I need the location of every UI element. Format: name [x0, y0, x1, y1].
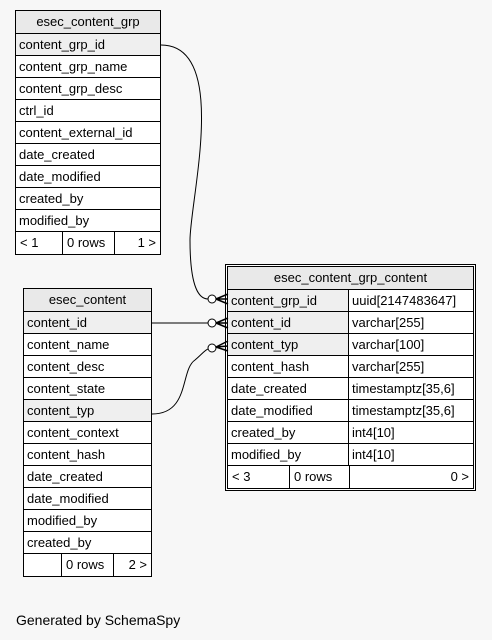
column-name: content_grp_desc [19, 81, 123, 96]
table-footer: < 3 0 rows 0 > [228, 466, 473, 488]
zero-cardinality-marker [207, 318, 217, 328]
children-count[interactable]: 0 > [450, 469, 469, 484]
column-row[interactable]: content_state [24, 378, 151, 400]
column-name: date_created [231, 381, 307, 396]
column-type: int4[10] [348, 444, 473, 465]
column-name: date_modified [27, 491, 109, 506]
row-count: 0 rows [63, 232, 115, 254]
column-type: varchar[255] [348, 356, 473, 377]
column-type: uuid[2147483647] [348, 290, 473, 311]
column-name: content_grp_name [19, 59, 128, 74]
column-row[interactable]: content_name [24, 334, 151, 356]
column-row[interactable]: ctrl_id [16, 100, 160, 122]
column-row[interactable]: date_modified [16, 166, 160, 188]
column-name: created_by [231, 425, 296, 440]
column-name: content_id [27, 315, 87, 330]
zero-cardinality-marker [207, 294, 217, 304]
column-name: content_context [27, 425, 119, 440]
column-name: content_name [27, 337, 110, 352]
column-name: date_created [19, 147, 95, 162]
column-type: varchar[255] [348, 312, 473, 333]
column-name: content_desc [27, 359, 105, 374]
column-name: content_hash [27, 447, 106, 462]
column-row[interactable]: content_typ varchar[100] [228, 334, 473, 356]
table-title[interactable]: esec_content [24, 289, 151, 312]
column-row[interactable]: content_grp_id [16, 34, 160, 56]
relationship-content-typ [151, 348, 209, 415]
row-count: 0 rows [62, 554, 114, 576]
table-title[interactable]: esec_content_grp [16, 11, 160, 34]
column-name: modified_by [231, 447, 302, 462]
table-esec-content-grp-content[interactable]: esec_content_grp_content content_grp_id u… [225, 264, 476, 491]
column-type: varchar[100] [348, 334, 473, 355]
column-name: date_modified [19, 169, 101, 184]
column-name: content_grp_id [231, 293, 318, 308]
column-name: content_external_id [19, 125, 133, 140]
column-row[interactable]: modified_by [16, 210, 160, 232]
column-row[interactable]: content_external_id [16, 122, 160, 144]
table-title[interactable]: esec_content_grp_content [228, 267, 473, 290]
column-row[interactable]: content_desc [24, 356, 151, 378]
column-row[interactable]: content_grp_name [16, 56, 160, 78]
parents-count[interactable] [24, 554, 62, 576]
column-name: created_by [19, 191, 84, 206]
generated-by-label: Generated by SchemaSpy [16, 612, 181, 628]
column-row[interactable]: date_created [16, 144, 160, 166]
column-name: content_grp_id [19, 37, 106, 52]
column-name: content_typ [231, 337, 299, 352]
column-row[interactable]: content_context [24, 422, 151, 444]
column-name: modified_by [19, 213, 90, 228]
column-row[interactable]: content_hash [24, 444, 151, 466]
children-count[interactable]: 1 > [137, 235, 156, 250]
column-row[interactable]: date_created timestamptz[35,6] [228, 378, 473, 400]
column-row[interactable]: content_grp_desc [16, 78, 160, 100]
column-row[interactable]: created_by int4[10] [228, 422, 473, 444]
column-name: content_hash [231, 359, 310, 374]
column-row[interactable]: date_modified timestamptz[35,6] [228, 400, 473, 422]
column-row[interactable]: created_by [24, 532, 151, 554]
children-count[interactable]: 2 > [128, 557, 147, 572]
column-name: content_typ [27, 403, 95, 418]
column-row[interactable]: date_modified [24, 488, 151, 510]
column-row[interactable]: modified_by int4[10] [228, 444, 473, 466]
table-footer: < 1 0 rows 1 > [16, 232, 160, 254]
column-name: content_id [231, 315, 291, 330]
column-row[interactable]: modified_by [24, 510, 151, 532]
column-row[interactable]: date_created [24, 466, 151, 488]
column-row[interactable]: content_id [24, 312, 151, 334]
column-name: ctrl_id [19, 103, 54, 118]
column-type: timestamptz[35,6] [348, 378, 473, 399]
column-row[interactable]: created_by [16, 188, 160, 210]
column-row[interactable]: content_grp_id uuid[2147483647] [228, 290, 473, 312]
column-row[interactable]: content_hash varchar[255] [228, 356, 473, 378]
zero-cardinality-marker [207, 343, 217, 353]
column-name: date_created [27, 469, 103, 484]
column-type: int4[10] [348, 422, 473, 443]
relationship-content-grp-id [160, 44, 209, 300]
column-name: modified_by [27, 513, 98, 528]
parents-count[interactable]: < 1 [16, 232, 63, 254]
column-name: content_state [27, 381, 106, 396]
column-name: created_by [27, 535, 92, 550]
row-count: 0 rows [290, 466, 350, 488]
column-row[interactable]: content_typ [24, 400, 151, 422]
column-type: timestamptz[35,6] [348, 400, 473, 421]
column-row[interactable]: content_id varchar[255] [228, 312, 473, 334]
parents-count[interactable]: < 3 [228, 466, 290, 488]
table-footer: 0 rows 2 > [24, 554, 151, 576]
column-name: date_modified [231, 403, 313, 418]
column-list: content_grp_id content_grp_name content_gr… [16, 34, 160, 232]
